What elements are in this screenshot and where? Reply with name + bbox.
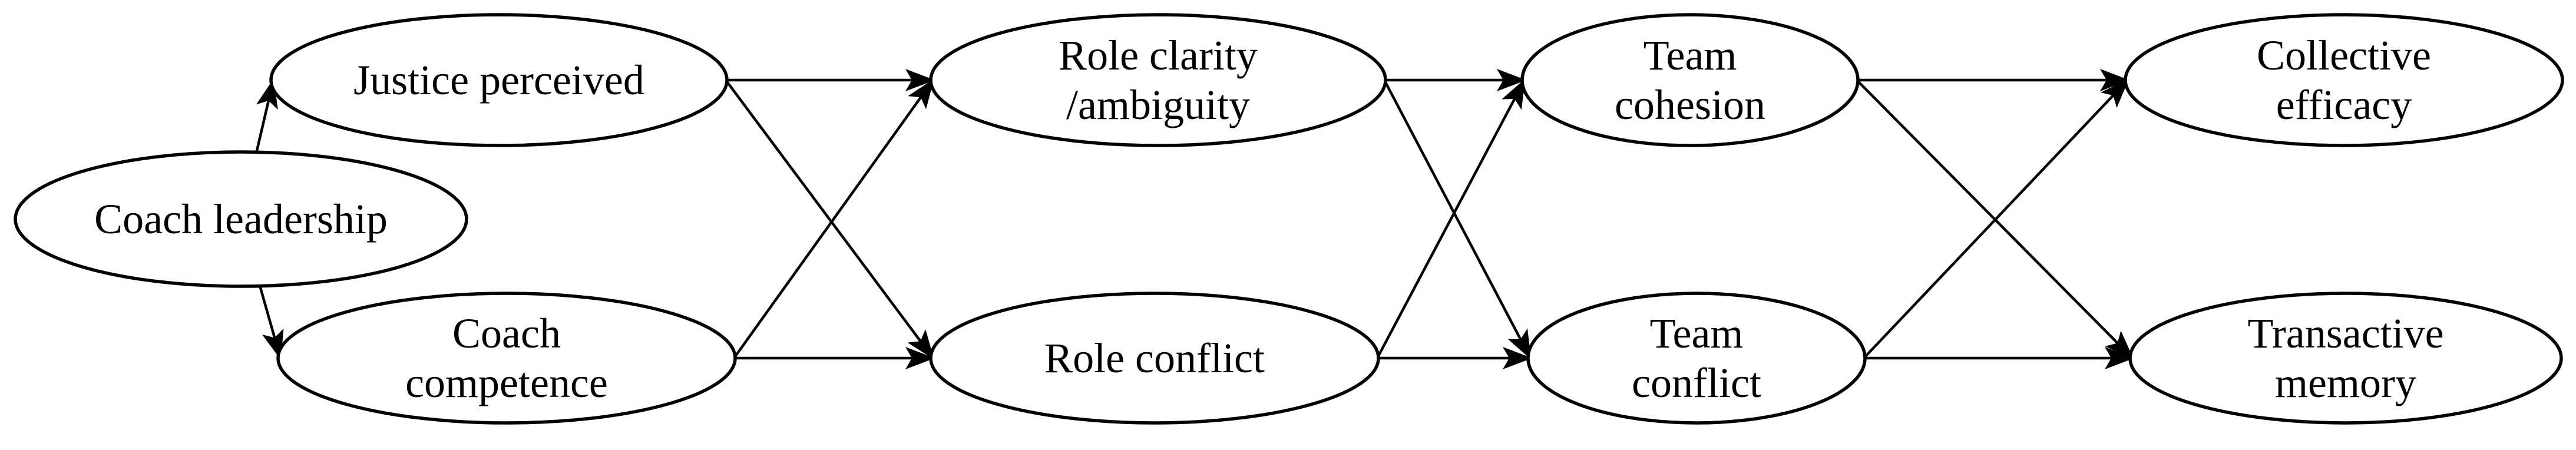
team-conflict-label-line-2: conflict (1632, 359, 1761, 406)
edge-coach-leadership-to-justice-perceived (255, 78, 278, 153)
role-clarity-label: Role clarity/ambiguity (1059, 32, 1258, 128)
role-conflict-ellipse (929, 292, 1380, 425)
team-cohesion-label-line-1: Team (1644, 32, 1737, 79)
transactive-memory-ellipse (2128, 292, 2563, 425)
node-role-clarity: Role clarity/ambiguity (929, 13, 1387, 147)
edge-justice-perceived-to-role-conflict (725, 79, 934, 360)
role-clarity-label-line-2: /ambiguity (1066, 81, 1250, 128)
role-clarity-ellipse (929, 13, 1387, 147)
edge-role-clarity-to-team-conflict (1383, 79, 1532, 360)
team-conflict-label-line-1: Team (1650, 310, 1744, 357)
role-conflict-label: Role conflict (1044, 335, 1265, 382)
role-conflict-label-line-1: Role conflict (1044, 335, 1265, 382)
coach-leadership-label: Coach leadership (94, 196, 388, 243)
edge-coach-competence-to-role-clarity (733, 78, 934, 359)
justice-perceived-label: Justice perceived (353, 57, 644, 104)
node-justice-perceived: Justice perceived (269, 13, 729, 147)
team-conflict-ellipse (1526, 292, 1867, 425)
transactive-memory-label-line-1: Transactive (2247, 310, 2443, 357)
justice-perceived-ellipse (269, 13, 729, 147)
coach-leadership-label-line-1: Coach leadership (94, 196, 388, 243)
transactive-memory-label-line-2: memory (2275, 359, 2416, 406)
collective-efficacy-label-line-2: efficacy (2276, 81, 2412, 128)
edge-coach-leadership-to-coach-competence (259, 285, 284, 360)
edge-team-conflict-to-collective-efficacy (1863, 78, 2129, 359)
edges-layer (255, 69, 2134, 369)
coach-competence-label-line-2: competence (405, 359, 608, 406)
collective-efficacy-ellipse (2124, 13, 2564, 147)
node-coach-leadership: Coach leadership (14, 150, 468, 288)
justice-perceived-label-line-1: Justice perceived (353, 57, 644, 104)
team-cohesion-ellipse (1520, 13, 1860, 147)
coach-competence-label-line-1: Coach (452, 310, 561, 357)
coach-leadership-ellipse (14, 150, 468, 288)
node-role-conflict: Role conflict (929, 292, 1380, 425)
team-cohesion-label-line-2: cohesion (1615, 81, 1765, 128)
collective-efficacy-label-line-1: Collective (2257, 32, 2431, 79)
edge-role-conflict-to-team-cohesion (1376, 78, 1526, 359)
role-clarity-label-line-1: Role clarity (1059, 32, 1258, 79)
coach-competence-ellipse (276, 292, 737, 425)
